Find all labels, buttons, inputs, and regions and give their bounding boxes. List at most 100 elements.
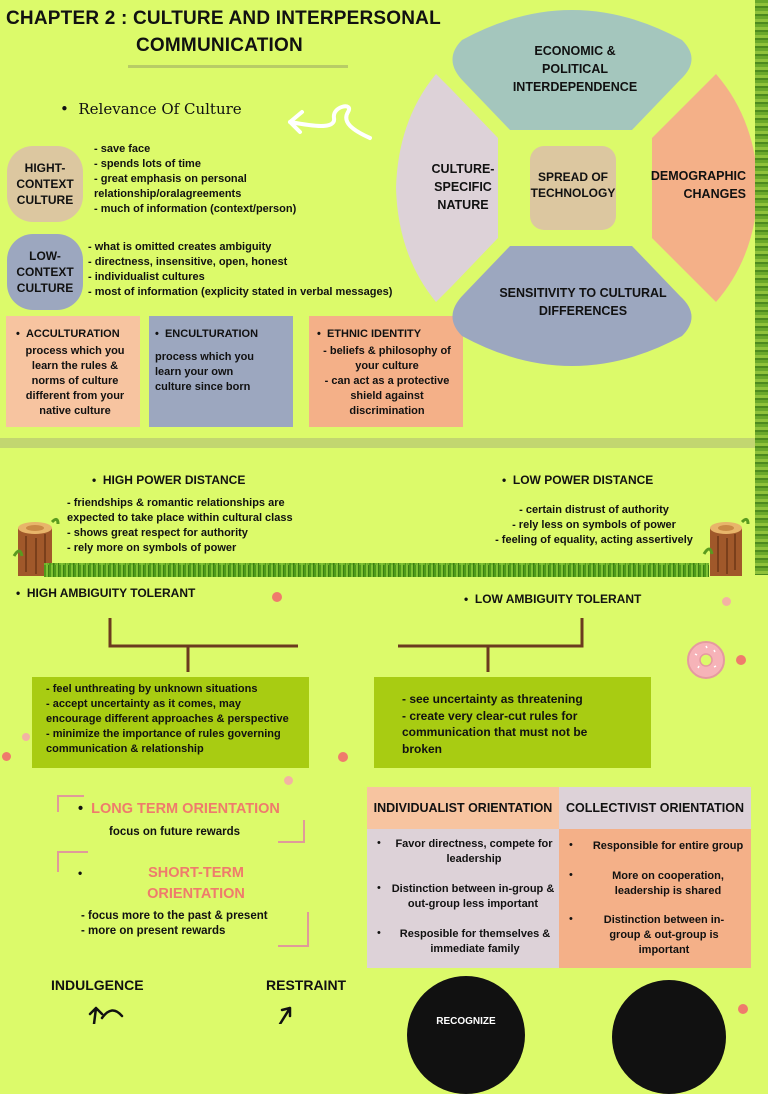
relevance-label: Relevance Of Culture — [78, 100, 242, 118]
list-item: - focus more to the past & present — [81, 910, 268, 922]
collectivist-header: COLLECTIVIST ORIENTATION — [559, 787, 751, 829]
list-item: - most of information (explicity stated … — [88, 286, 393, 298]
diagram-center — [530, 146, 616, 230]
diagram-right-petal — [652, 74, 758, 302]
bullet-icon: • — [60, 100, 79, 118]
page-title: CHAPTER 2 : CULTURE AND INTERPERSONAL CO… — [6, 8, 456, 57]
high-ambiguity-title-text: HIGH AMBIGUITY TOLERANT — [26, 586, 196, 600]
bullet-icon: • — [317, 328, 327, 340]
high-context-label-text: HIGHT- CONTEXT CULTURE — [16, 161, 74, 207]
bullet-icon: • — [16, 586, 27, 600]
high-power-title-text: HIGH POWER DISTANCE — [102, 473, 246, 487]
list-item: - more on present rewards — [81, 925, 226, 937]
acculturation-card: • ACCULTURATION process which you learn … — [6, 316, 140, 427]
list-item: - rely less on symbols of power — [512, 519, 676, 531]
bullet-icon: • — [377, 927, 381, 939]
enculturation-text: process which you learn your own culture… — [155, 351, 255, 393]
list-item: communication that must not be — [402, 725, 588, 739]
list-item: - feel unthreating by unknown situations — [46, 683, 258, 695]
acculturation-title: • ACCULTURATION — [16, 327, 134, 342]
acculturation-title-text: ACCULTURATION — [25, 328, 120, 340]
bullet-icon: • — [569, 913, 573, 925]
section-divider — [0, 438, 768, 448]
high-ambiguity-bracket — [108, 618, 298, 672]
decor-dot — [272, 592, 282, 602]
low-ambiguity-bracket — [398, 618, 584, 672]
list-item: - great emphasis on personal — [94, 173, 247, 185]
list-item: communication & relationship — [46, 743, 204, 755]
high-power-list: - friendships & romantic relationships a… — [67, 496, 337, 556]
high-ambiguity-list: - feel unthreating by unknown situations… — [46, 682, 301, 757]
long-term-text: focus on future rewards — [109, 826, 240, 838]
low-power-title: • LOW POWER DISTANCE — [502, 473, 653, 488]
collectivist-item-2: More on cooperation, leadership is share… — [612, 870, 724, 897]
curved-arrow-icon — [88, 1006, 124, 1024]
diagram-top-petal — [452, 10, 692, 130]
donut-icon — [687, 641, 725, 679]
relevance-heading: • Relevance Of Culture — [60, 100, 242, 118]
diagram-center-label: SPREAD OF TECHNOLOGY — [530, 170, 616, 200]
restraint-label: RESTRAINT — [266, 977, 347, 993]
long-term-title: • LONG TERM ORIENTATION — [78, 801, 280, 817]
decor-dot — [738, 1004, 748, 1014]
title-underline — [128, 65, 348, 68]
list-item: - spends lots of time — [94, 158, 201, 170]
list-item: relationship/oralagreements — [94, 188, 242, 200]
individualist-header: INDIVIDUALIST ORIENTATION — [367, 787, 559, 829]
list-item: expected to take place within cultural c… — [67, 512, 293, 524]
low-power-title-text: LOW POWER DISTANCE — [512, 473, 654, 487]
short-term-frame — [57, 851, 309, 947]
high-power-title: • HIGH POWER DISTANCE — [92, 473, 245, 488]
list-item: broken — [402, 741, 443, 756]
bullet-icon: • — [377, 837, 381, 849]
ethnic-identity-card: • ETHNIC IDENTITY - beliefs & philosophy… — [309, 316, 463, 427]
list-item: - rely more on symbols of power — [67, 542, 237, 554]
enculturation-title: • ENCULTURATION — [155, 327, 285, 342]
ethnic-identity-title-text: ETHNIC IDENTITY — [326, 328, 422, 340]
decor-dot — [2, 752, 11, 761]
list-item: - shows great respect for authority — [67, 527, 248, 539]
individualist-item-2: Distinction between in-group & out-group… — [391, 883, 555, 910]
bullet-icon: • — [569, 839, 573, 851]
low-power-list: - certain distrust of authority - rely l… — [480, 503, 708, 548]
individualist-item-3: Resposible for themselves & immediate fa… — [399, 928, 551, 955]
list-item: - save face — [94, 143, 151, 155]
list-item: - minimize the importance of rules gover… — [46, 728, 281, 740]
low-ambiguity-title-text: LOW AMBIGUITY TOLERANT — [474, 592, 642, 606]
up-arrow-icon — [278, 1006, 292, 1024]
collectivist-item-1: Responsible for entire group — [592, 840, 744, 852]
low-context-label-text: LOW- CONTEXT CULTURE — [16, 249, 74, 295]
culture-diagram — [396, 10, 758, 366]
list-item: - create very clear-cut rules for — [402, 708, 578, 723]
long-term-title-text: LONG TERM ORIENTATION — [91, 801, 280, 817]
low-ambiguity-list: - see uncertainty as threatening - creat… — [402, 691, 643, 757]
black-circle — [612, 980, 726, 1094]
list-item: - accept uncertainty as it comes, may — [46, 698, 242, 710]
list-item: - directness, insensitive, open, honest — [88, 256, 288, 268]
bullet-icon: • — [78, 801, 92, 817]
bullet-icon: • — [464, 592, 475, 606]
short-term-title: SHORT-TERM ORIENTATION — [126, 863, 266, 905]
decor-dot — [22, 733, 30, 741]
ethnic-identity-line2: - can act as a protective shield against… — [324, 375, 450, 417]
high-context-list: - save face - spends lots of time - grea… — [94, 142, 364, 217]
individualist-column: • Favor directness, compete for leadersh… — [367, 829, 559, 968]
list-item: - friendships & romantic relationships a… — [67, 497, 285, 509]
list-item: encourage different approaches & perspec… — [46, 713, 289, 725]
individualist-item-1: Favor directness, compete for leadership — [395, 838, 553, 865]
diagram-bottom-petal — [452, 246, 692, 366]
list-item: - what is omitted creates ambiguity — [88, 241, 272, 253]
high-context-label: HIGHT- CONTEXT CULTURE — [7, 146, 83, 222]
decor-dot — [722, 597, 731, 606]
bullet-icon: • — [16, 328, 26, 340]
enculturation-card: • ENCULTURATION process which you learn … — [149, 316, 293, 427]
long-term-frame — [57, 795, 305, 843]
diagram-top-label: ECONOMIC & POLITICAL INTERDEPENDENCE — [512, 44, 638, 94]
grass-strip-decoration — [44, 563, 709, 577]
tree-stump-right-icon — [702, 517, 750, 576]
short-term-bullet-icon: • — [78, 866, 83, 880]
low-context-list: - what is omitted creates ambiguity - di… — [88, 240, 448, 300]
low-ambiguity-title: • LOW AMBIGUITY TOLERANT — [464, 592, 641, 607]
collectivist-item-3: Distinction between in-group & out-group… — [603, 914, 725, 956]
diagram-right-label: DEMOGRAPHIC CHANGES — [650, 169, 746, 201]
